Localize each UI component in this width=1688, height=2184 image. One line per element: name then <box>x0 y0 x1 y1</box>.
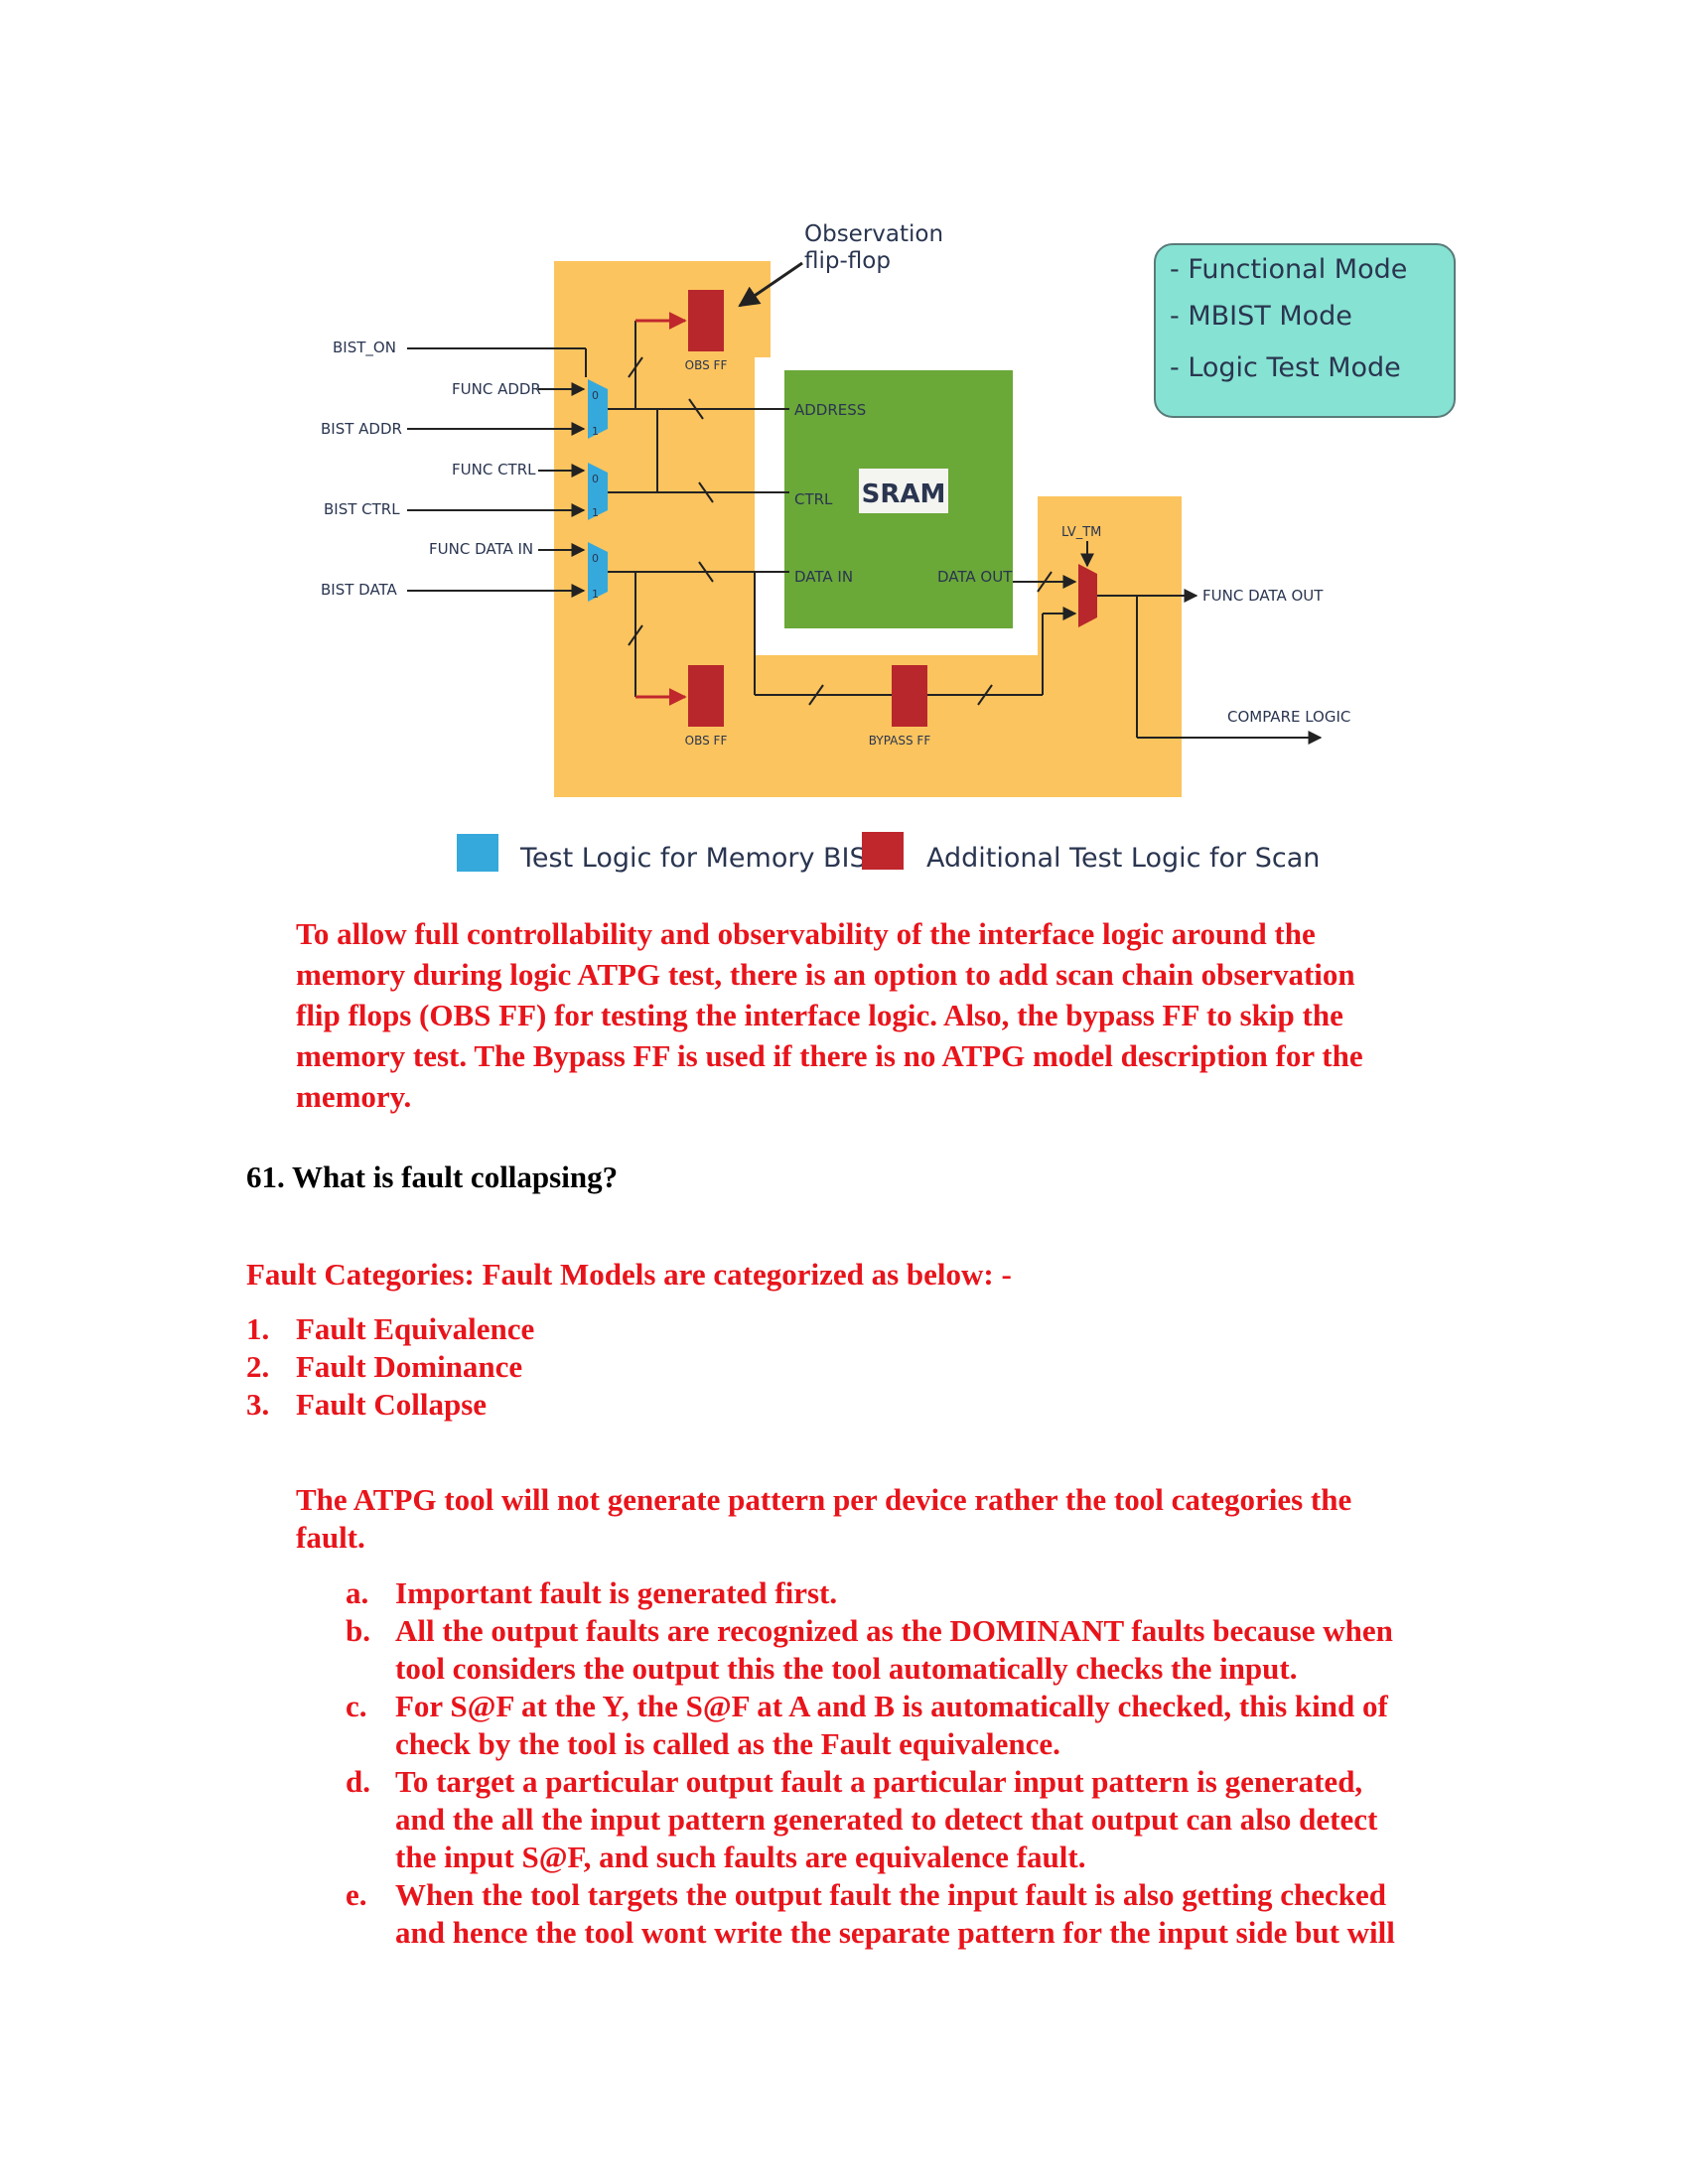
paragraph-line: The ATPG tool will not generate pattern … <box>296 1482 1352 1517</box>
paragraph-line: memory. <box>296 1079 412 1114</box>
sram-ctrl-label: CTRL <box>794 490 833 508</box>
mux-address <box>588 379 608 439</box>
observation-label-line1: Observation <box>804 221 943 247</box>
input-bist-addr: BIST ADDR <box>321 420 402 438</box>
list-item: a.Important fault is generated first. <box>346 1575 838 1610</box>
input-bist-ctrl: BIST CTRL <box>324 500 400 518</box>
list-item: c.For S@F at the Y, the S@F at A and B i… <box>346 1689 1388 1761</box>
modes-box <box>1154 243 1456 418</box>
input-func-data-in: FUNC DATA IN <box>429 540 533 558</box>
observation-label-line2: flip-flop <box>804 248 891 274</box>
mode-functional: - Functional Mode <box>1170 254 1407 285</box>
svg-text:0: 0 <box>592 473 599 485</box>
list-item: 2.Fault Dominance <box>246 1349 523 1384</box>
mode-mbist: - MBIST Mode <box>1170 301 1352 332</box>
svg-text:0: 0 <box>592 389 599 402</box>
atpg-paragraph: The ATPG tool will not generate pattern … <box>296 1481 1351 1557</box>
svg-text:1: 1 <box>592 588 599 601</box>
obs-ff-bottom <box>688 665 724 727</box>
sram-address-label: ADDRESS <box>794 401 866 419</box>
list-item: 1.Fault Equivalence <box>246 1311 535 1346</box>
bypass-ff-label: BYPASS FF <box>869 734 931 748</box>
legend-blue-swatch <box>457 834 498 872</box>
legend-red-label: Additional Test Logic for Scan <box>926 843 1320 874</box>
list-item: e.When the tool targets the output fault… <box>346 1877 1395 1950</box>
paragraph-line: To allow full controllability and observ… <box>296 916 1316 951</box>
question-heading: 61. What is fault collapsing? <box>246 1160 619 1194</box>
paragraph-line: memory test. The Bypass FF is used if th… <box>296 1038 1363 1073</box>
intro-paragraph: To allow full controllability and observ… <box>296 913 1363 1117</box>
paragraph-line: flip flops (OBS FF) for testing the inte… <box>296 998 1343 1032</box>
mux-data <box>588 542 608 602</box>
mux-lv-tm <box>1078 564 1097 627</box>
input-bist-data: BIST DATA <box>321 581 398 599</box>
list-item: 3.Fault Collapse <box>246 1387 488 1422</box>
obs-ff-top <box>688 290 724 351</box>
obs-ff-bottom-label: OBS FF <box>685 734 728 748</box>
mode-logic-test: - Logic Test Mode <box>1170 352 1401 383</box>
input-func-addr: FUNC ADDR <box>452 380 541 398</box>
list-item: b.All the output faults are recognized a… <box>346 1613 1393 1686</box>
list-item: d.To target a particular output fault a … <box>346 1764 1378 1874</box>
paragraph-line: fault. <box>296 1520 365 1555</box>
output-logic-block <box>1033 496 1182 797</box>
svg-text:1: 1 <box>592 506 599 519</box>
func-data-out-label: FUNC DATA OUT <box>1202 587 1324 605</box>
fault-points-list: a.Important fault is generated first. b.… <box>346 1574 1477 1952</box>
input-func-ctrl: FUNC CTRL <box>452 461 536 478</box>
bypass-ff <box>892 665 927 727</box>
svg-text:0: 0 <box>592 552 599 565</box>
sram-data-out-label: DATA OUT <box>937 568 1013 586</box>
fault-model-list: 1.Fault Equivalence 2.Fault Dominance 3.… <box>246 1310 534 1424</box>
compare-logic-label: COMPARE LOGIC <box>1227 708 1350 726</box>
memory-bist-diagram: SRAM ADDRESS CTRL DATA IN DATA OUT - Fun… <box>321 221 1456 874</box>
lv-tm-label: LV_TM <box>1061 525 1101 540</box>
mux-ctrl <box>588 463 608 520</box>
sram-title: SRAM <box>862 479 946 509</box>
obs-ff-top-label: OBS FF <box>685 358 728 372</box>
input-bist-on: BIST_ON <box>333 339 396 357</box>
legend-blue-label: Test Logic for Memory BIST <box>519 843 884 874</box>
svg-text:1: 1 <box>592 425 599 438</box>
fault-categories-heading: Fault Categories: Fault Models are categ… <box>246 1257 1012 1292</box>
sram-data-in-label: DATA IN <box>794 568 853 586</box>
legend-red-swatch <box>862 832 904 870</box>
paragraph-line: memory during logic ATPG test, there is … <box>296 957 1355 992</box>
